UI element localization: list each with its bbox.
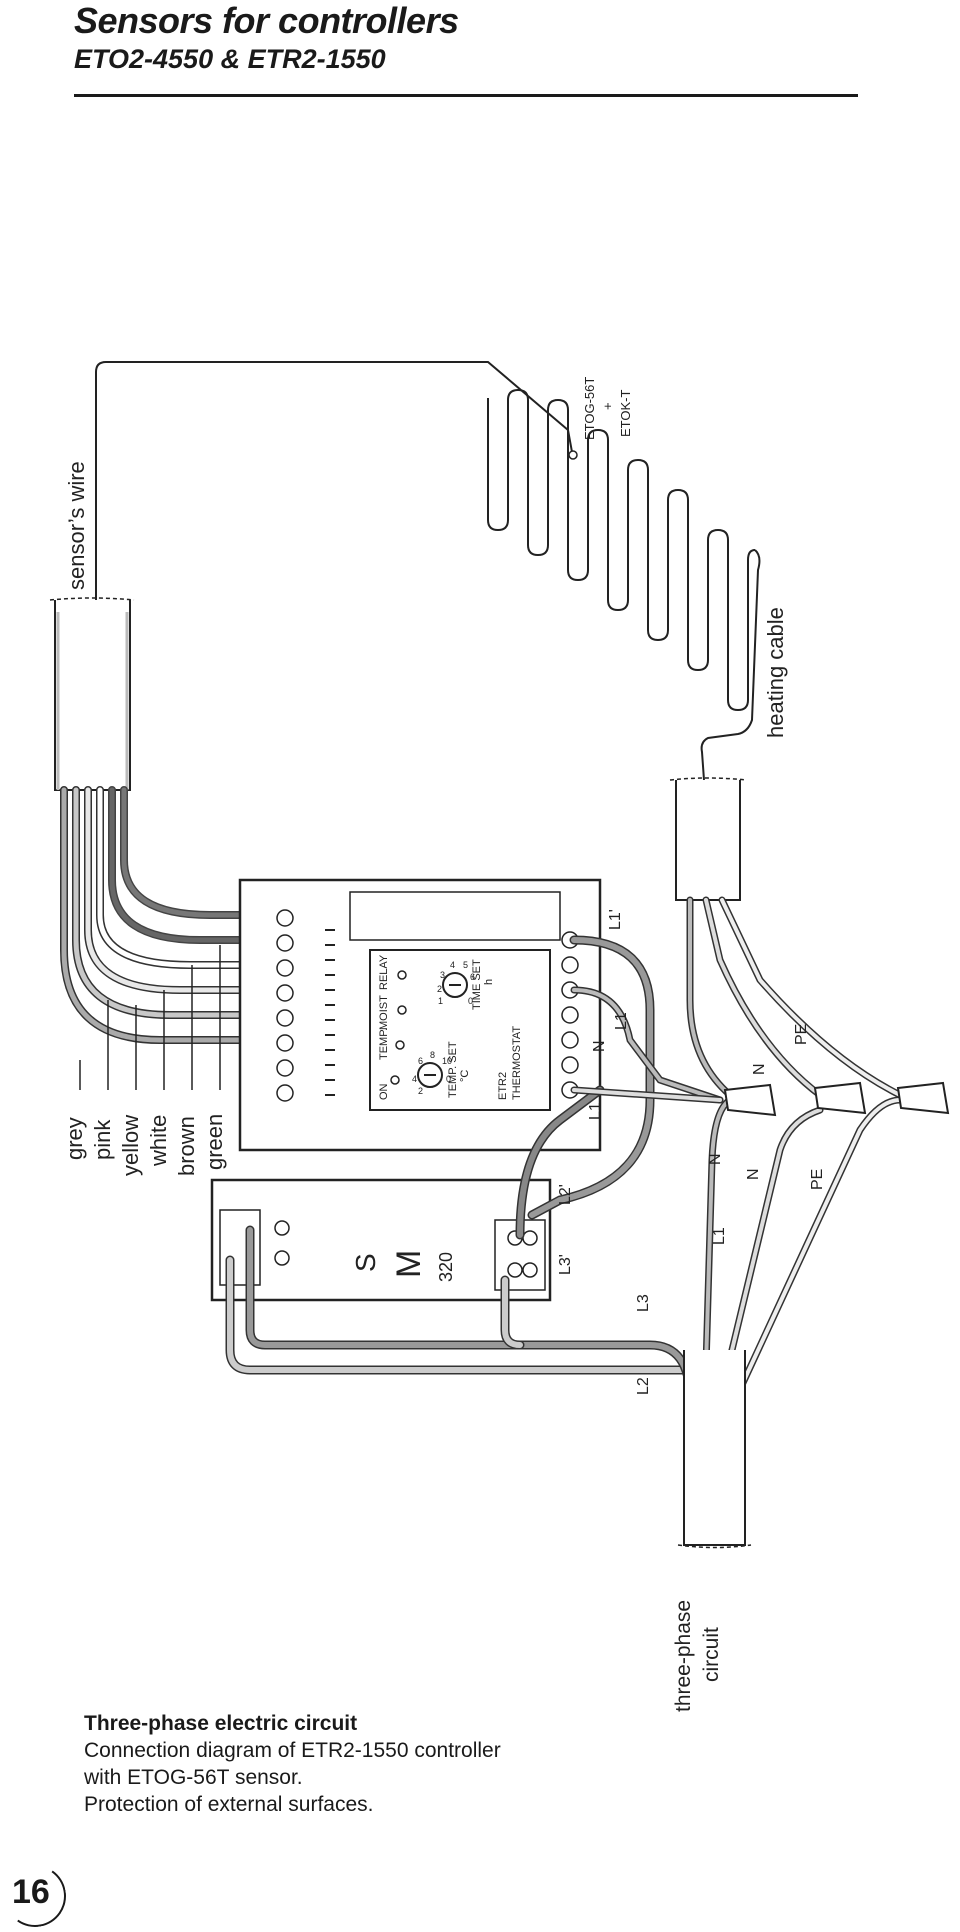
sensor-model-2: ETOK-T bbox=[618, 390, 633, 437]
label-l1-c: L1 bbox=[711, 1227, 728, 1245]
sensor-wires bbox=[60, 786, 252, 1044]
sensor-model-1: ETOG-56T bbox=[582, 377, 597, 440]
contactor: S M 320 bbox=[210, 1178, 552, 1302]
heating-cable-serpentine bbox=[487, 388, 761, 781]
caption-line-2: with ETOG-56T sensor. bbox=[84, 1766, 303, 1789]
figure-caption: Three-phase electric circuit Connection … bbox=[84, 1710, 501, 1818]
contactor-m: M bbox=[390, 1250, 428, 1278]
page-number-badge: 16 bbox=[0, 1860, 71, 1932]
temp-scale-3: 8 bbox=[430, 1050, 435, 1060]
wire-label-white: white bbox=[146, 1115, 171, 1167]
label-pe-a: PE bbox=[793, 1024, 810, 1045]
power-wires bbox=[225, 896, 904, 1405]
label-l1-b: L1 bbox=[587, 1102, 604, 1120]
time-scale-5: 6 bbox=[470, 972, 475, 982]
controller-time-set-label: TIME SET bbox=[471, 959, 483, 1010]
sensor-wire-label: sensor’s wire bbox=[64, 461, 89, 590]
heating-cable-jacket bbox=[669, 777, 747, 901]
label-l1-prime: L1' bbox=[607, 909, 624, 930]
label-n-d: N bbox=[745, 1168, 762, 1180]
wire-connectors bbox=[723, 1081, 950, 1117]
label-l1-a: L1 bbox=[613, 1012, 630, 1030]
controller-time-unit: h bbox=[483, 979, 495, 985]
wire-label-brown: brown bbox=[174, 1116, 199, 1176]
caption-line-3: Protection of external surfaces. bbox=[84, 1793, 374, 1816]
contactor-model: 320 bbox=[436, 1252, 456, 1282]
sensor-probe bbox=[568, 450, 578, 460]
page-number: 16 bbox=[12, 1873, 50, 1911]
sensor-cable-jacket bbox=[49, 597, 135, 791]
time-scale-1: 2 bbox=[437, 984, 442, 994]
page-subtitle: ETO2-4550 & ETR2-1550 bbox=[74, 44, 386, 74]
contactor-s: S bbox=[350, 1253, 381, 1272]
wire-label-leaders bbox=[79, 945, 221, 1090]
time-scale-3: 4 bbox=[450, 960, 455, 970]
three-phase-label-1: three-phase bbox=[672, 1600, 695, 1712]
time-scale-2: 3 bbox=[440, 970, 445, 980]
controller-name-2: THERMOSTAT bbox=[511, 1026, 523, 1100]
caption-line-1: Connection diagram of ETR2-1550 controll… bbox=[84, 1739, 501, 1762]
header-divider bbox=[74, 94, 858, 97]
three-phase-label-2: circuit bbox=[700, 1627, 723, 1682]
time-scale-6: 0 bbox=[468, 996, 473, 1006]
time-scale-4: 5 bbox=[463, 960, 468, 970]
label-l2-prime: L2' bbox=[557, 1184, 574, 1205]
controller-on-label: ON bbox=[378, 1083, 390, 1100]
sensor-plus: + bbox=[600, 402, 615, 410]
label-n-a: N bbox=[591, 1040, 608, 1052]
wire-color-labels: grey pink yellow white brown green bbox=[62, 1114, 227, 1176]
caption-title: Three-phase electric circuit bbox=[84, 1712, 358, 1735]
controller-temp-label: TEMP. bbox=[378, 1028, 390, 1060]
heating-cable-label: heating cable bbox=[763, 607, 788, 738]
label-n-b: N bbox=[751, 1063, 768, 1075]
temp-scale-5: 0 bbox=[446, 1074, 451, 1084]
temp-scale-4: 10 bbox=[442, 1056, 452, 1066]
page-title: Sensors for controllers bbox=[74, 0, 459, 41]
temp-scale-2: 6 bbox=[418, 1056, 423, 1066]
wire-label-green: green bbox=[202, 1114, 227, 1170]
wire-label-yellow: yellow bbox=[118, 1115, 143, 1176]
etr2-controller: ON TEMP. MOIST RELAY TEMP. SET °C TIME S… bbox=[238, 878, 602, 1152]
label-l3: L3 bbox=[635, 1294, 652, 1312]
three-phase-cable-jacket bbox=[677, 1350, 752, 1549]
controller-name-1: ETR2 bbox=[497, 1072, 509, 1100]
label-l3-prime: L3' bbox=[557, 1254, 574, 1275]
label-n-c: N bbox=[707, 1153, 724, 1165]
controller-temp-unit: °C bbox=[459, 1070, 471, 1082]
label-pe-b: PE bbox=[809, 1169, 826, 1190]
time-scale-0: 1 bbox=[438, 996, 443, 1006]
wire-label-pink: pink bbox=[90, 1119, 115, 1160]
controller-relay-label: RELAY bbox=[378, 954, 390, 990]
controller-moist-label: MOIST bbox=[378, 995, 390, 1030]
label-l2: L2 bbox=[635, 1377, 652, 1395]
controller-temp-set-label: TEMP. SET bbox=[447, 1041, 459, 1098]
temp-scale-1: 4 bbox=[412, 1074, 417, 1084]
temp-scale-0: 2 bbox=[418, 1086, 423, 1096]
sensor-wire-line bbox=[95, 361, 573, 600]
wire-label-grey: grey bbox=[62, 1117, 87, 1160]
wire-designation-labels: L1' L1 N N PE L1 N N PE L1 L2' L3' L3 L2 bbox=[557, 909, 826, 1395]
